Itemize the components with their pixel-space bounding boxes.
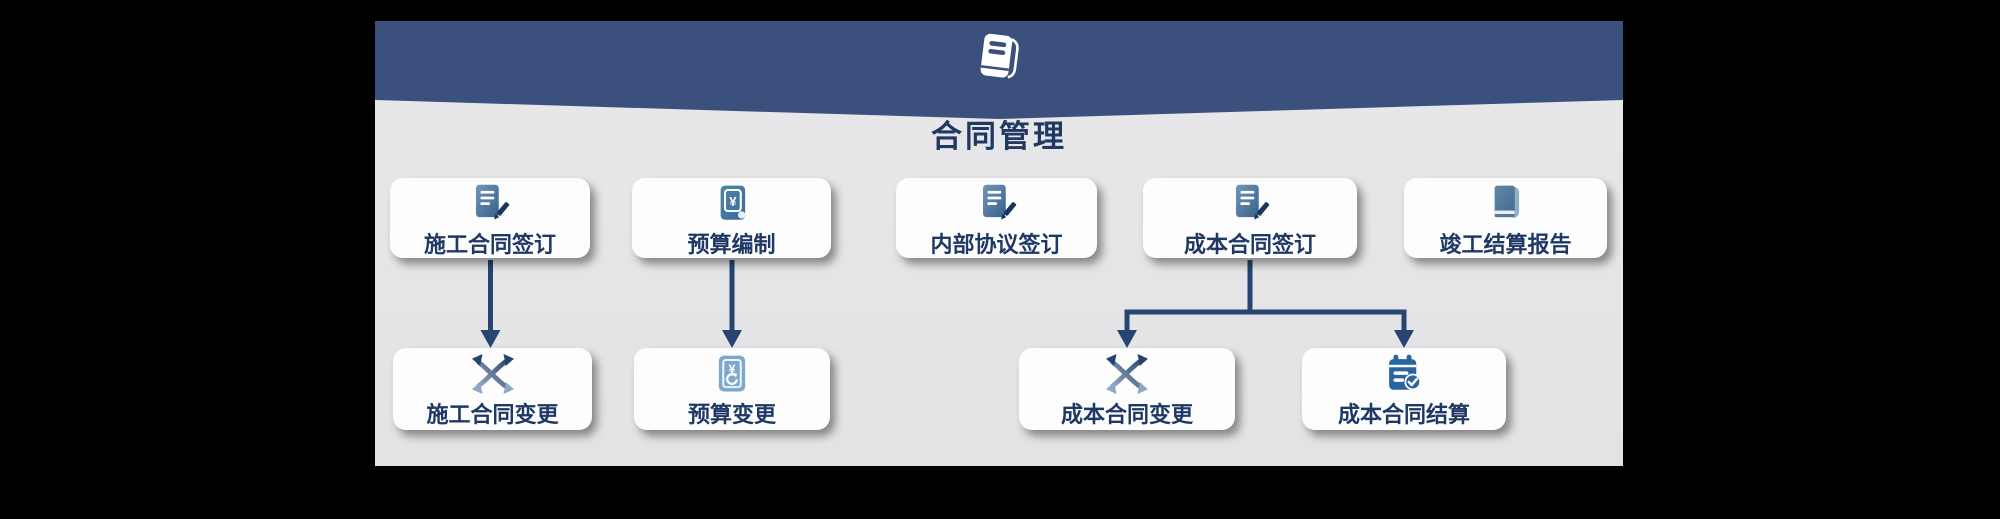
budget-document-icon: ¥ xyxy=(720,185,745,220)
book-icon xyxy=(1494,185,1519,218)
arrowhead-cost-settlement xyxy=(1394,330,1414,348)
shuffle-arrows-icon xyxy=(471,353,514,395)
node-cost-contract-signing: 成本合同签订 xyxy=(1143,178,1357,258)
node-construction-contract-change: 施工合同变更 xyxy=(393,348,592,430)
node-label: 预算变更 xyxy=(687,402,776,427)
node-label: 内部协议签订 xyxy=(930,232,1063,257)
shuffle-arrows-icon xyxy=(1106,353,1148,395)
node-cost-contract-change: 成本合同变更 xyxy=(1019,348,1235,430)
node-budget-change: ¥ 预算变更 xyxy=(634,348,830,430)
arrowhead-construction xyxy=(480,330,501,348)
arrowhead-budget xyxy=(722,330,742,348)
budget-refresh-icon: ¥ xyxy=(718,355,746,392)
node-budget-preparation: ¥ 预算编制 xyxy=(632,178,831,258)
book-icon xyxy=(980,33,1019,79)
node-label: 成本合同签订 xyxy=(1183,232,1316,257)
page-title: 合同管理 xyxy=(931,119,1067,154)
svg-text:¥: ¥ xyxy=(729,194,737,209)
node-label: 成本合同结算 xyxy=(1337,402,1470,427)
node-label: 成本合同变更 xyxy=(1060,402,1193,427)
node-label: 预算编制 xyxy=(687,232,776,257)
node-label: 竣工结算报告 xyxy=(1439,232,1572,257)
node-label: 施工合同变更 xyxy=(426,402,559,427)
document-pen-icon xyxy=(476,184,510,220)
document-pen-icon xyxy=(982,184,1016,220)
connector-cost-branch xyxy=(1124,309,1407,332)
node-label: 施工合同签订 xyxy=(423,232,556,257)
calendar-check-icon xyxy=(1389,354,1422,391)
arrowhead-cost-change xyxy=(1117,330,1137,348)
node-internal-agreement-signing: 内部协议签订 xyxy=(896,178,1097,258)
document-pen-icon xyxy=(1236,184,1270,220)
node-construction-contract-signing: 施工合同签订 xyxy=(390,178,590,258)
contract-management-panel: 合同管理 xyxy=(375,21,1623,466)
node-cost-contract-settlement: 成本合同结算 xyxy=(1302,348,1506,430)
node-completion-settlement-report: 竣工结算报告 xyxy=(1404,178,1607,258)
svg-text:¥: ¥ xyxy=(729,362,736,376)
